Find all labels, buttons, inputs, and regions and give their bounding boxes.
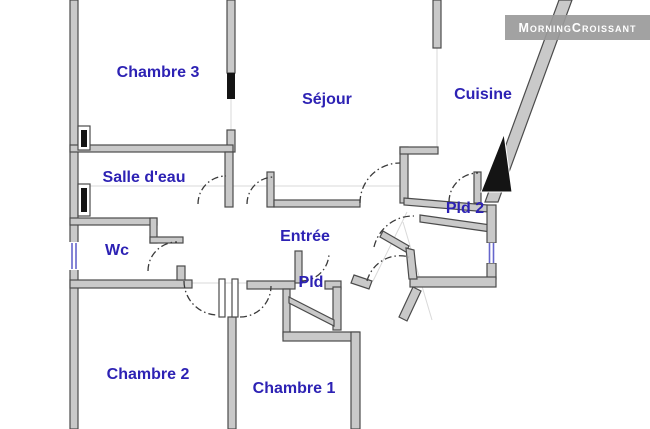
room-label-sejour: Séjour bbox=[302, 91, 352, 108]
room-label-pld: Pld bbox=[298, 274, 324, 291]
room-label-cuisine: Cuisine bbox=[454, 86, 512, 103]
double-door-leaves bbox=[218, 278, 239, 318]
closet-rod bbox=[288, 296, 335, 327]
room-label-chambre1: Chambre 1 bbox=[252, 380, 336, 397]
watermark-brand-text: MorningCroissant bbox=[518, 20, 637, 35]
window-right bbox=[486, 243, 497, 263]
black-triangle-symbol bbox=[480, 132, 513, 193]
room-label-entree: Entrée bbox=[280, 228, 330, 245]
door-swing-arcs bbox=[147, 162, 479, 318]
window-left bbox=[69, 242, 79, 270]
watermark-banner: MorningCroissant bbox=[505, 15, 650, 40]
room-label-pld2: Pld 2 bbox=[445, 200, 485, 217]
left-outer-wall bbox=[69, 0, 79, 429]
reference-lines bbox=[78, 48, 438, 321]
room-label-chambre3: Chambre 3 bbox=[116, 64, 200, 81]
room-label-wc: Wc bbox=[105, 242, 129, 259]
black-wall-segments bbox=[77, 73, 235, 217]
room-label-chambre2: Chambre 2 bbox=[106, 366, 190, 383]
entry-door-leaf bbox=[379, 230, 410, 253]
room-label-salle-deau: Salle d'eau bbox=[102, 169, 186, 186]
